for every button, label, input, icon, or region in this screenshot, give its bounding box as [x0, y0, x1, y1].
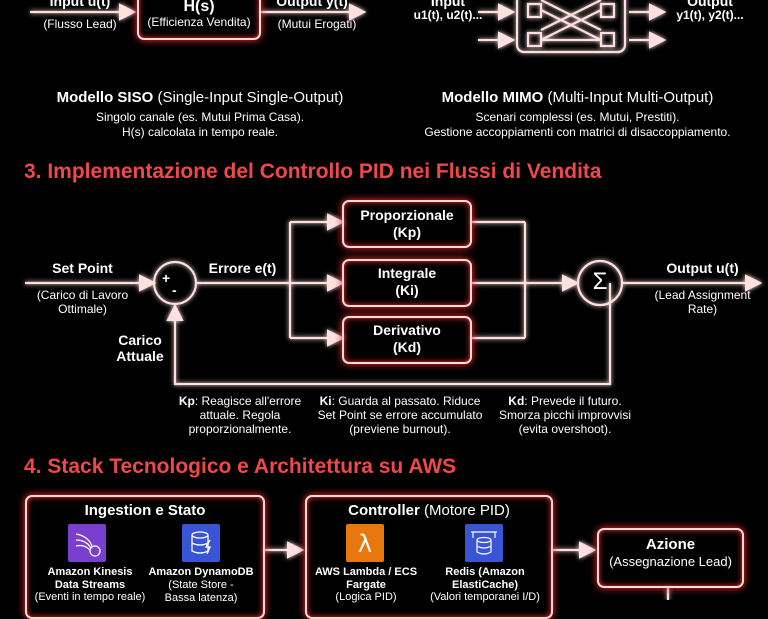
output-sub: (Lead Assignment Rate)	[654, 288, 751, 316]
pid-block-integrale	[342, 259, 472, 307]
note-text: : Prevede il futuro. Smorza picchi impro…	[498, 394, 632, 436]
controller-title: Controller (Motore PID)	[305, 502, 553, 519]
block-gain: (Ki)	[395, 282, 419, 298]
siso-title: Modello SISO (Single-Input Single-Output…	[30, 89, 370, 106]
connector-lines	[25, 0, 763, 600]
svg-text:λ: λ	[358, 530, 372, 558]
dynamodb-icon	[182, 524, 220, 562]
note-key: Kp	[178, 394, 195, 408]
set-point-sub: (Carico di Lavoro Ottimale)	[36, 288, 129, 316]
siso-desc-2: H(s) calcolata in tempo reale.	[121, 125, 279, 139]
pid-block-proporzionale	[342, 200, 472, 248]
kinesis-icon	[68, 524, 106, 562]
siso-output-sub: (Mutui Erogati)	[277, 17, 357, 31]
controller-title-rest: (Motore PID)	[423, 502, 510, 519]
block-gain: (Kd)	[393, 339, 421, 355]
note-key: Kd	[508, 394, 525, 408]
mimo-title: Modello MIMO (Multi-Input Multi-Output)	[400, 89, 755, 106]
carico-attuale-label: Carico Attuale	[116, 332, 164, 365]
mimo-input-sub: u1(t), u2(t)...	[413, 8, 483, 22]
siso-block-sub: (Efficienza Vendita)	[147, 15, 251, 29]
redis-name: Redis (Amazon ElastiCache)	[445, 566, 525, 591]
redis-sub: (Valori temporanei I/D)	[430, 591, 540, 603]
siso-input-sub: (Flusso Lead)	[43, 17, 117, 31]
errore-label: Errore e(t)	[208, 260, 277, 276]
block-name: Integrale	[377, 265, 437, 281]
lambda-icon: λ	[346, 524, 384, 562]
output-label: Output u(t)	[666, 260, 739, 276]
lambda-name: AWS Lambda / ECS Fargate	[314, 566, 418, 591]
mimo-input-label: Input	[430, 0, 466, 9]
kinesis-name: Amazon Kinesis Data Streams	[47, 566, 133, 591]
azione-sub: (Assegnazione Lead)	[609, 554, 732, 569]
sum-minus: -	[172, 282, 177, 298]
siso-title-rest: (Single-Input Single-Output)	[157, 89, 344, 106]
block-name: Proporzionale	[360, 207, 454, 223]
note-text: : Guarda al passato. Riduce Set Point se…	[317, 394, 483, 436]
pid-block-derivativo	[342, 316, 472, 364]
section-4-heading: 4. Stack Tecnologico e Architettura su A…	[24, 455, 457, 478]
azione-title: Azione	[645, 536, 696, 553]
siso-input-label: Input u(t)	[49, 0, 111, 9]
controller-title-bold: Controller	[348, 502, 420, 519]
kinesis-sub: (Eventi in tempo reale)	[34, 591, 146, 603]
siso-title-bold: Modello SISO	[56, 89, 154, 106]
block-gain: (Kp)	[393, 224, 421, 240]
note-kd: Kd: Prevede il futuro. Smorza picchi imp…	[490, 394, 640, 436]
lambda-sub: (Logica PID)	[335, 591, 397, 603]
siso-block-label: H(s)	[183, 0, 215, 15]
section-3-heading: 3. Implementazione del Controllo PID nei…	[24, 160, 602, 183]
mimo-desc-1: Scenari complessi (es. Mutui, Prestiti).	[475, 110, 680, 124]
note-key: Ki	[319, 394, 332, 408]
block-name: Derivativo	[373, 322, 441, 338]
dynamodb-sub: (State Store - Bassa latenza)	[164, 579, 238, 604]
sum-plus: +	[162, 270, 171, 286]
siso-block	[137, 0, 261, 40]
elasticache-icon	[465, 524, 503, 562]
siso-output-label: Output y(t)	[276, 0, 348, 9]
mimo-desc-2: Gestione accoppiamenti con matrici di di…	[424, 125, 731, 139]
note-kp: Kp: Reagisce all'errore attuale. Regola …	[172, 394, 308, 436]
ingestion-title: Ingestion e Stato	[84, 502, 206, 519]
dynamodb-name: Amazon DynamoDB	[148, 566, 254, 578]
sigma-sum: Σ	[592, 268, 608, 295]
mimo-title-rest: (Multi-Input Multi-Output)	[547, 89, 714, 106]
set-point-label: Set Point	[52, 260, 113, 276]
azione-box	[597, 528, 744, 588]
mimo-title-bold: Modello MIMO	[441, 89, 544, 106]
mimo-output-label: Output	[687, 0, 733, 9]
mimo-output-sub: y1(t), y2(t)...	[676, 8, 744, 22]
siso-desc-1: Singolo canale (es. Mutui Prima Casa).	[95, 110, 305, 124]
note-ki: Ki: Guarda al passato. Riduce Set Point …	[315, 394, 485, 436]
note-text: : Reagisce all'errore attuale. Regola pr…	[188, 394, 302, 436]
